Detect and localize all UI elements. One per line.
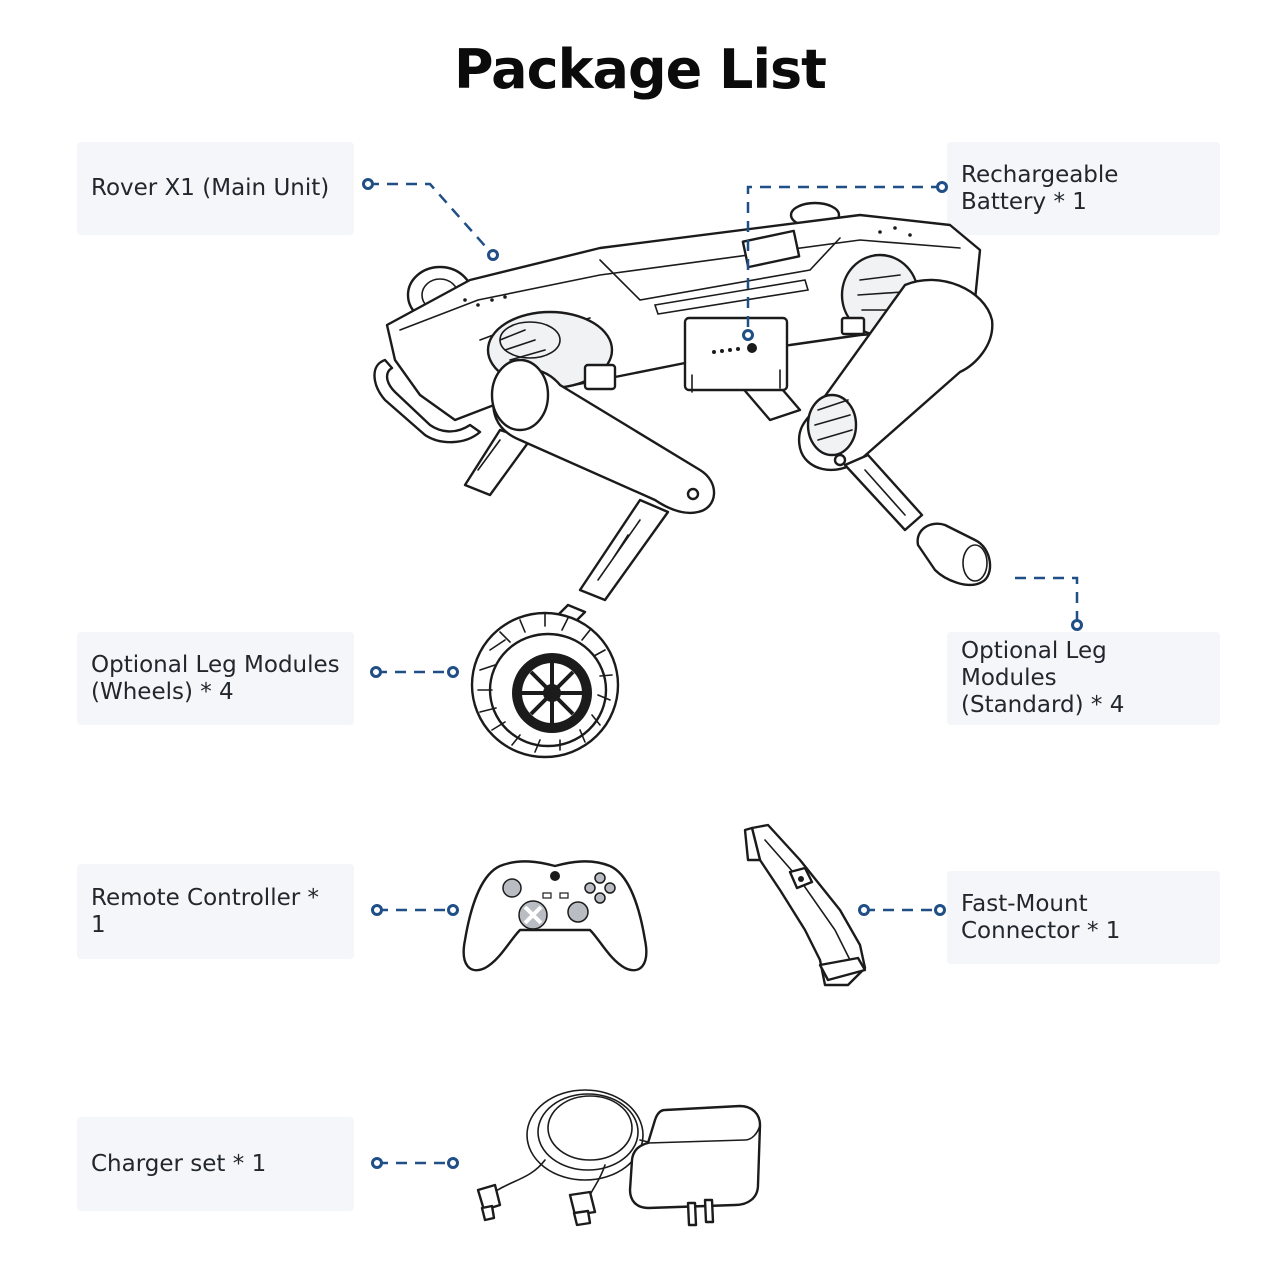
battery-bay (683, 316, 789, 392)
label-charger-text: Charger set * 1 (91, 1150, 267, 1177)
robot-front-left-shin (578, 498, 670, 602)
label-legs-wheels: Optional Leg Modules (Wheels) * 4 (77, 632, 354, 725)
page-title: Package List (454, 38, 827, 101)
charger-illustration (476, 1089, 762, 1227)
label-battery: Rechargeable Battery * 1 (947, 142, 1220, 235)
label-controller: Remote Controller * 1 (77, 864, 354, 959)
label-main-unit-text: Rover X1 (Main Unit) (91, 175, 330, 201)
label-legs-standard: Optional Leg Modules (Standard) * 4 (947, 632, 1220, 725)
power-button-icon (747, 343, 757, 353)
standard-leg-foot (916, 522, 992, 587)
leader-lines (362, 178, 1083, 1169)
usb-c-plug-right (568, 1190, 597, 1217)
robot-handle (373, 358, 482, 444)
leader-battery (746, 185, 942, 335)
label-connector: Fast-Mount Connector * 1 (947, 871, 1220, 964)
connector-illustration (743, 823, 867, 987)
label-charger: Charger set * 1 (77, 1117, 354, 1211)
robot-main-unit-illustration (373, 201, 994, 759)
label-controller-text: Remote Controller * 1 (91, 884, 320, 938)
wheel-leg-module (470, 603, 620, 759)
label-legs-wheels-text: Optional Leg Modules (Wheels) * 4 (91, 651, 340, 705)
usb-c-plug-left (476, 1183, 502, 1212)
power-adapter (628, 1104, 762, 1210)
leader-legs-standard (1015, 576, 1079, 625)
robot-rear-right-shin (843, 453, 924, 532)
label-battery-text: Rechargeable Battery * 1 (961, 161, 1119, 215)
label-connector-text: Fast-Mount Connector * 1 (961, 890, 1121, 944)
label-main-unit: Rover X1 (Main Unit) (77, 142, 354, 235)
leader-main-unit (368, 182, 494, 256)
controller-illustration (462, 860, 648, 972)
label-legs-standard-text: Optional Leg Modules (Standard) * 4 (961, 638, 1125, 718)
